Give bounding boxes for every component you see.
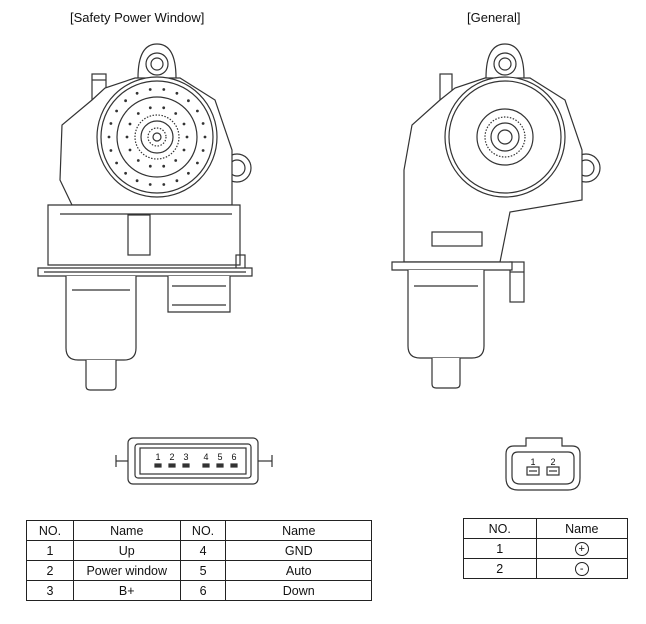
header-no: NO. <box>26 520 74 541</box>
header-name: Name <box>225 520 372 541</box>
gear-dot <box>148 164 152 168</box>
general-title: [General] <box>467 10 521 25</box>
gear-dot <box>187 99 190 103</box>
gear-dot <box>115 109 118 113</box>
pin-label-right-1: 1 <box>530 457 535 467</box>
gear-dot <box>182 148 186 152</box>
gear-dot <box>174 112 178 115</box>
pin-label-right-2: 2 <box>550 457 555 467</box>
gear-dot <box>148 88 152 91</box>
gear-dot <box>196 161 199 165</box>
header-name: Name <box>72 520 181 541</box>
gear-dot <box>107 135 111 139</box>
gear-dot <box>109 149 113 152</box>
table-row: 1 + <box>463 538 629 559</box>
gear-dot <box>201 149 205 152</box>
table-cell: 2 <box>26 560 74 581</box>
table-cell: GND <box>225 540 372 561</box>
connector-2pin <box>505 437 581 491</box>
general-pin-table: NO. Name 1 + 2 - <box>463 518 629 579</box>
table-cell: 6 <box>179 580 227 601</box>
table-cell: - <box>535 558 629 579</box>
gear-dot <box>148 106 152 110</box>
gear-dot <box>201 122 205 125</box>
table-cell: Power window <box>72 560 181 581</box>
table-cell: Up <box>72 540 181 561</box>
gear-dot <box>174 159 178 162</box>
table-row: 1 Up 4 GND <box>26 540 372 561</box>
pin-label-5: 5 <box>217 452 222 462</box>
table-row: 2 Power window 5 Auto <box>26 560 372 581</box>
table-cell: Down <box>225 580 372 601</box>
connector-6pin <box>115 437 273 485</box>
table-cell: 5 <box>179 560 227 581</box>
table-cell: B+ <box>72 580 181 601</box>
gear-dot <box>124 171 127 175</box>
gear-dot <box>203 135 207 139</box>
gear-dot <box>135 179 139 183</box>
gear-dot <box>136 112 140 115</box>
plus-terminal-symbol: + <box>574 541 589 556</box>
gear-dot <box>162 88 166 91</box>
gear-dot <box>115 161 118 165</box>
gear-dot <box>124 99 127 103</box>
header-name: Name <box>535 518 629 539</box>
gear-dot <box>128 122 132 126</box>
gear-dot <box>196 109 199 113</box>
gear-dot <box>182 122 186 126</box>
pin-label-4: 4 <box>203 452 208 462</box>
table-cell: 1 <box>26 540 74 561</box>
gear-dot <box>109 122 113 125</box>
safety-power-window-title: [Safety Power Window] <box>70 10 205 25</box>
safety-motor-drawing <box>37 43 253 391</box>
gear-dot <box>125 135 129 139</box>
safety-pin-table: NO. Name NO. Name 1 Up 4 GND 2 Power win… <box>26 520 372 601</box>
gear-dot <box>162 106 166 110</box>
gear-dot <box>136 159 140 162</box>
pin-label-6: 6 <box>231 452 236 462</box>
gear-dot <box>135 91 139 95</box>
header-no: NO. <box>463 518 537 539</box>
table-header-row: NO. Name NO. Name <box>26 520 372 541</box>
pin-label-2: 2 <box>169 452 174 462</box>
table-cell: + <box>535 538 629 559</box>
table-cell: 1 <box>463 538 537 559</box>
gear-dot <box>128 148 132 152</box>
gear-dot <box>175 179 179 183</box>
header-no: NO. <box>179 520 227 541</box>
pin-label-1: 1 <box>155 452 160 462</box>
pin-label-3: 3 <box>183 452 188 462</box>
table-cell: 4 <box>179 540 227 561</box>
table-row: 2 - <box>463 558 629 579</box>
table-row: 3 B+ 6 Down <box>26 580 372 601</box>
gear-dot <box>162 183 166 186</box>
gear-dot <box>148 183 152 186</box>
gear-dot <box>185 135 189 139</box>
table-header-row: NO. Name <box>463 518 629 539</box>
table-cell: Auto <box>225 560 372 581</box>
gear-dot <box>187 171 190 175</box>
general-motor-drawing <box>391 43 601 389</box>
gear-dot <box>162 164 166 168</box>
minus-terminal-symbol: - <box>574 561 589 576</box>
table-cell: 3 <box>26 580 74 601</box>
table-cell: 2 <box>463 558 537 579</box>
gear-dot <box>175 91 179 95</box>
